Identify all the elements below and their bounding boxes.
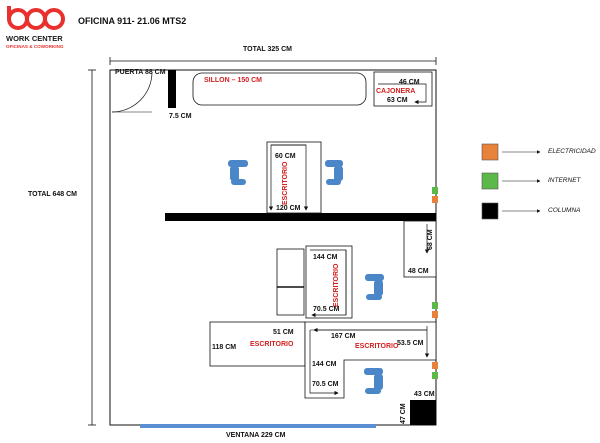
door-wall-label: 7.5 CM	[169, 113, 192, 120]
desk-4-l-shape	[304, 321, 437, 399]
desk-4-depth-label: 53.5 CM	[397, 340, 424, 347]
column-width-label: 43 CM	[414, 391, 435, 398]
legend-swatch-internet	[481, 172, 499, 190]
window	[140, 424, 376, 428]
chair-2-icon	[325, 160, 343, 185]
door-swing	[111, 71, 153, 113]
door-label: PUERTA 88 CM	[115, 69, 166, 76]
cabinet-width-label: 46 CM	[399, 79, 420, 86]
chair-1-icon	[228, 160, 248, 185]
outlet-internet-2	[432, 302, 438, 309]
panel-width-label: 48 CM	[408, 268, 429, 275]
work-center-logo: WORK CENTER OFICINAS & COWORKING	[6, 4, 72, 56]
logo-rings-icon	[7, 6, 65, 30]
logo-brand-text: WORK CENTER	[6, 34, 63, 43]
outlet-electric-2	[432, 311, 438, 318]
desk-1-length-label: 120 CM	[276, 205, 301, 212]
partition-wall	[165, 213, 436, 221]
column	[410, 400, 436, 425]
page-title: OFICINA 911- 21.06 MTS2	[78, 16, 187, 26]
storage-cabinet-upper	[276, 248, 305, 288]
desk-1-label: ESCRITORIO	[282, 161, 289, 205]
cabinet-depth-label: 63 CM	[387, 97, 408, 104]
desk-3-depth-label: 51 CM	[273, 329, 294, 336]
desk-2-label: ESCRITORIO	[333, 263, 340, 307]
storage-cabinet-lower	[276, 286, 305, 316]
legend-label-columna: COLUMNA	[548, 207, 581, 214]
legend-swatch-columna	[481, 202, 499, 220]
outlet-internet-1	[432, 187, 438, 194]
room-outline	[109, 69, 437, 426]
desk-5-length-label: 144 CM	[312, 361, 337, 368]
legend-swatch-electricidad	[481, 143, 499, 161]
desk-2-width-label: 70.5 CM	[313, 306, 340, 313]
desk-4-length-label: 167 CM	[331, 333, 356, 340]
door-wall-segment	[168, 70, 176, 108]
logo-tagline-text: OFICINAS & COWORKING	[6, 44, 64, 49]
desk-4-label: ESCRITORIO	[355, 343, 399, 350]
window-label: VENTANA 229 CM	[226, 432, 286, 439]
sofa-label: SILLON – 150 CM	[204, 77, 262, 84]
panel-height-label: 68 CM	[427, 229, 434, 250]
chair-3-icon	[365, 274, 384, 300]
sofa	[192, 72, 367, 106]
legend-label-internet: INTERNET	[548, 177, 581, 184]
cabinet	[373, 71, 433, 107]
legend-label-electricidad: ELECTRICIDAD	[548, 148, 596, 155]
desk-2-length-label: 144 CM	[313, 254, 338, 261]
outlet-electric-1	[432, 196, 438, 203]
wall-panel	[403, 220, 437, 278]
outlet-internet-3	[432, 372, 438, 379]
total-width-label: TOTAL 325 CM	[243, 46, 293, 53]
desk-1	[266, 141, 322, 214]
desk-3-length-label: 118 CM	[212, 344, 237, 351]
outlet-electric-3	[432, 362, 438, 369]
total-height-label: TOTAL 648 CM	[28, 191, 78, 198]
desk-2	[305, 245, 353, 319]
desk-5-width-label: 70.5 CM	[312, 381, 339, 388]
cabinet-label: CAJONERA	[376, 88, 416, 95]
desk-1-width-label: 60 CM	[275, 153, 296, 160]
column-height-label: 47 CM	[400, 403, 407, 424]
chair-4-icon	[364, 368, 383, 394]
desk-3-label: ESCRITORIO	[250, 341, 294, 348]
